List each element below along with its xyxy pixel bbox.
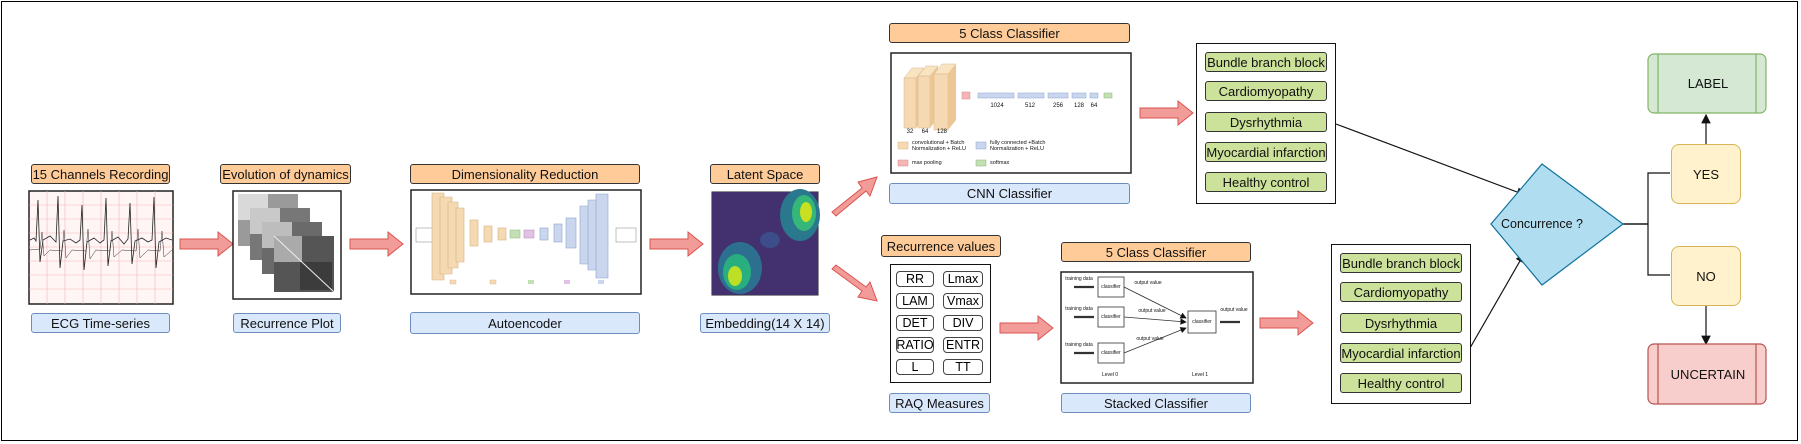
cnn-dim: 64 — [921, 129, 929, 135]
raq-measure: TT — [943, 359, 983, 375]
stacked-output-label: output value — [1220, 307, 1248, 313]
arrow-raq-to-stacked — [999, 314, 1054, 342]
stacked-image — [1060, 271, 1254, 384]
arrow-latent-to-raq — [831, 264, 878, 302]
cnn-dim: 512 — [1024, 103, 1035, 109]
rp-caption: Recurrence Plot — [233, 313, 341, 333]
ecg-caption: ECG Time-series — [31, 313, 170, 333]
raq-measure: ENTR — [943, 337, 983, 353]
cnn-legend-text: fully connected +Batch Normalization + R… — [990, 140, 1046, 152]
latent-heatmap-image — [711, 189, 820, 296]
raq-measure: RR — [896, 271, 934, 287]
cnn-dim: 32 — [906, 129, 914, 135]
class-item: Cardiomyopathy — [1340, 282, 1462, 302]
ecg-stage-title: 15 Channels Recording — [31, 164, 170, 184]
latent-stage-title: Latent Space — [710, 164, 820, 184]
raq-measure: L — [896, 359, 934, 375]
stacked-training-label: training data — [1065, 276, 1093, 282]
arrow-ae-to-latent — [649, 230, 704, 258]
raq-measure: LAM — [896, 293, 934, 309]
cnn-dim: 128 — [936, 129, 947, 135]
stacked-level1-label: Level 1 — [1191, 372, 1209, 378]
raq-caption: RAQ Measures — [889, 393, 990, 413]
recurrence-plot-image — [232, 190, 342, 300]
decision-diamond — [1490, 163, 1625, 286]
stacked-output-label: output value — [1138, 308, 1166, 314]
raq-measure: DET — [896, 315, 934, 331]
cnn-dim: 256 — [1052, 103, 1063, 109]
class-item: Dysrhythmia — [1205, 112, 1327, 132]
latent-caption: Embedding(14 X 14) — [700, 313, 830, 333]
class-item: Cardiomyopathy — [1205, 81, 1327, 101]
no-box: NO — [1671, 246, 1741, 306]
class-item: Bundle branch block — [1340, 253, 1462, 273]
stacked-stage-title: 5 Class Classifier — [1061, 242, 1251, 262]
label-process — [1647, 53, 1767, 114]
uncertain-process — [1647, 343, 1767, 405]
ae-caption: Autoencoder — [410, 312, 640, 334]
cnn-dim: 1024 — [990, 103, 1004, 109]
class-item: Healthy control — [1340, 373, 1462, 393]
decision-connectors — [1335, 113, 1711, 349]
stacked-output-label: output value — [1136, 336, 1164, 342]
ecg-image — [28, 190, 174, 305]
arrow-stacked-to-classes — [1259, 309, 1314, 337]
stacked-classifier-label: classifier — [1101, 284, 1121, 290]
class-item: Bundle branch block — [1205, 52, 1327, 72]
stacked-classifier-label: classifier — [1101, 350, 1121, 356]
arrow-ecg-to-rp — [179, 230, 234, 258]
yes-box: YES — [1671, 144, 1741, 204]
cnn-legend-text: max pooling — [912, 160, 942, 166]
raq-measure: Lmax — [943, 271, 983, 287]
label-text: LABEL — [1687, 76, 1729, 91]
stacked-training-label: training data — [1065, 342, 1093, 348]
cnn-legend-text: convolutional + Batch Normalization + Re… — [912, 140, 966, 152]
cnn-caption: CNN Classifier — [889, 183, 1130, 204]
stacked-training-label: training data — [1065, 306, 1093, 312]
arrow-rp-to-ae — [349, 230, 404, 258]
cnn-dim: 128 — [1073, 103, 1084, 109]
class-item: Myocardial infarction — [1340, 343, 1462, 363]
rp-stage-title: Evolution of dynamics — [220, 164, 351, 184]
class-item: Myocardial infarction — [1205, 142, 1327, 162]
arrow-latent-to-cnn — [831, 176, 878, 217]
decision-question: Concurrence ? — [1501, 217, 1583, 231]
raq-measure: DIV — [943, 315, 983, 331]
stacked-classifier-label: classifier — [1192, 319, 1212, 325]
cnn-image — [890, 52, 1132, 174]
class-item: Dysrhythmia — [1340, 313, 1462, 333]
uncertain-text: UNCERTAIN — [1670, 366, 1746, 382]
stacked-classifier-label: classifier — [1101, 314, 1121, 320]
ae-stage-title: Dimensionality Reduction — [410, 164, 640, 184]
flow-arrows — [179, 99, 1314, 342]
arrow-cnn-to-classes — [1139, 99, 1194, 127]
raq-measure: RATIO — [896, 337, 934, 353]
cnn-stage-title: 5 Class Classifier — [889, 23, 1130, 43]
autoencoder-image — [410, 189, 642, 295]
class-item: Healthy control — [1205, 172, 1327, 192]
raq-stage-title: Recurrence values — [881, 235, 1001, 257]
cnn-dim: 64 — [1090, 103, 1098, 109]
stacked-level0-label: Level 0 — [1101, 372, 1119, 378]
cnn-legend-text: softmax — [990, 160, 1010, 166]
stacked-output-label: output value — [1134, 280, 1162, 286]
stacked-caption: Stacked Classifier — [1061, 393, 1251, 413]
raq-measure: Vmax — [943, 293, 983, 309]
